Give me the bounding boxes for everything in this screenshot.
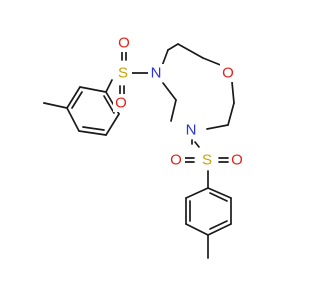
ring-oxygen-label: O [222,65,234,82]
lower-sulfur-label: S [202,152,212,169]
bond-aromatic [207,223,232,236]
label-bg [148,64,165,82]
bond-ring [177,43,204,59]
bond-aromatic [66,86,81,109]
bond-aromatic-inner [71,91,83,109]
bonds [43,43,235,259]
bond-ring [227,102,235,126]
bond-aromatic [66,107,80,132]
bond-aromatic-inner [209,220,228,230]
bond-methyl [43,102,68,109]
label-bg [183,121,200,139]
bond-s-aryl [105,79,113,93]
bond-ring [170,99,177,122]
bond-n-s [194,141,200,148]
bond-aromatic-inner [103,95,115,114]
lower-nitrogen-label: N [186,122,197,139]
label-bg [220,64,237,82]
structure-canvas: O N N S O O S O O [43,34,246,259]
label-bg [199,151,216,169]
molecule-diagram: O N N S O O S O O [43,34,246,259]
bond-ring [206,124,229,130]
bond-aromatic [185,223,209,236]
lower-sulfonyl-oxygen-right: O [231,152,243,169]
bond-aromatic [185,187,209,199]
bond-aromatic [79,86,107,93]
label-bg [229,151,246,169]
bond-aromatic-inner [82,126,105,131]
bond-ring [161,49,169,67]
atom-labels: O N N S O O S O O [113,34,246,169]
label-bg [115,64,132,82]
bond-aromatic [207,187,232,199]
bond-aromatic [78,130,107,136]
lower-sulfonyl-oxygen-left: O [170,152,182,169]
bond-aromatic [105,113,120,136]
bond-ring [231,81,235,104]
label-bg [168,151,185,169]
bond-aromatic-inner [209,192,228,202]
label-bg [113,94,130,112]
bond-ring [202,57,224,67]
upper-sulfonyl-oxygen-bottom: O [115,95,127,112]
label-bg [116,34,133,52]
upper-nitrogen-label: N [151,65,162,82]
upper-sulfur-label: S [118,65,128,82]
bond-ring [162,82,177,101]
bond-ring [167,43,179,51]
upper-sulfonyl-oxygen-top: O [118,35,130,52]
